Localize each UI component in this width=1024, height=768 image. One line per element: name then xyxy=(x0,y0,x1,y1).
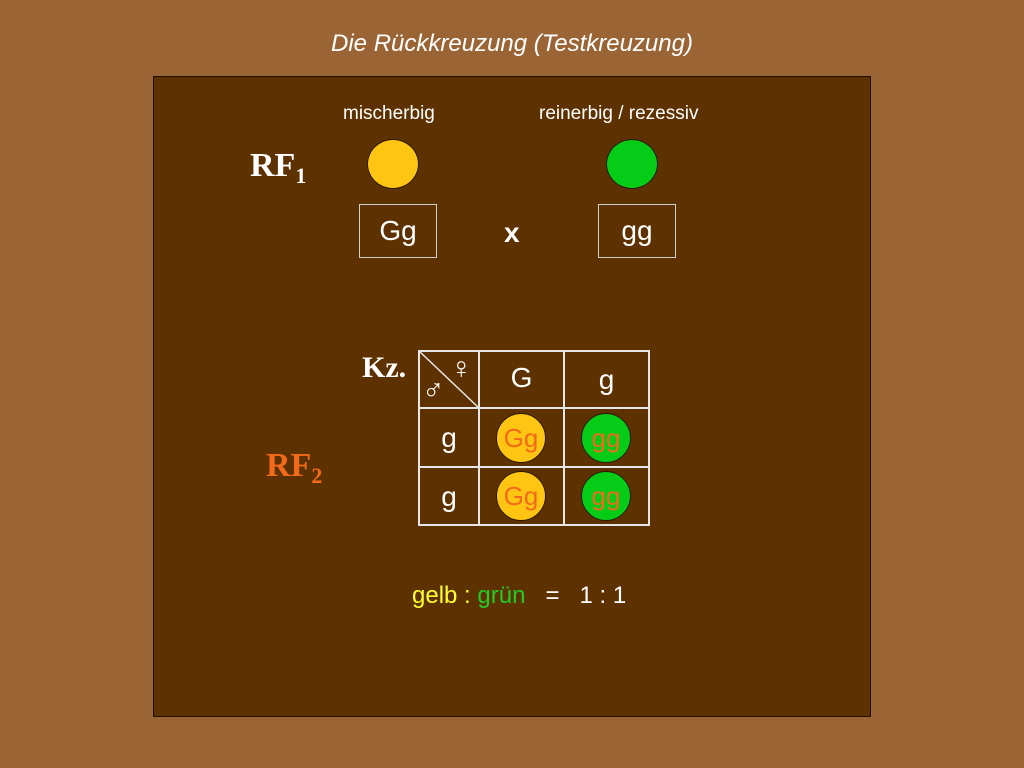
punnett-col-header-2: g xyxy=(598,364,615,395)
ratio-green-word: grün xyxy=(477,582,526,609)
right-parent-genotype: gg xyxy=(598,204,676,258)
right-parent-description: reinerbig / rezessiv xyxy=(539,103,699,124)
punnett-row-header-2: g xyxy=(441,481,457,512)
female-symbol-icon: ♀ xyxy=(450,352,473,385)
punnett-cell-r1c1: Gg xyxy=(496,413,546,463)
slide-title: Die Rückkreuzung (Testkreuzung) xyxy=(331,30,693,57)
yellow-pea-circle xyxy=(367,139,419,189)
content-panel: mischerbig reinerbig / rezessiv RF1 Gg x… xyxy=(153,76,871,717)
ratio-separator: : xyxy=(464,582,471,609)
punnett-col-header-1: G xyxy=(510,362,533,393)
cross-symbol: x xyxy=(504,217,520,248)
punnett-corner-label: Kz. xyxy=(362,351,407,384)
phenotype-ratio: gelb : grün = 1 : 1 xyxy=(412,582,626,610)
ratio-value: 1 : 1 xyxy=(579,582,627,609)
punnett-row-header-1: g xyxy=(441,422,457,453)
left-parent-genotype: Gg xyxy=(359,204,437,258)
male-symbol-icon: ♂ xyxy=(422,374,445,407)
corner-diagonal xyxy=(418,350,480,409)
green-pea-circle xyxy=(606,139,658,189)
ratio-yellow-word: gelb xyxy=(412,582,458,609)
rf1-label: RF1 xyxy=(250,147,307,188)
left-parent-description: mischerbig xyxy=(343,103,435,124)
rf2-label: RF2 xyxy=(266,447,323,488)
punnett-cell-r2c1: Gg xyxy=(496,471,546,521)
punnett-cell-r2c2: gg xyxy=(581,471,631,521)
ratio-equals: = xyxy=(545,582,560,609)
punnett-square: ♀ ♂ G g g g Gg gg Gg gg xyxy=(418,350,650,526)
punnett-cell-r1c2: gg xyxy=(581,413,631,463)
